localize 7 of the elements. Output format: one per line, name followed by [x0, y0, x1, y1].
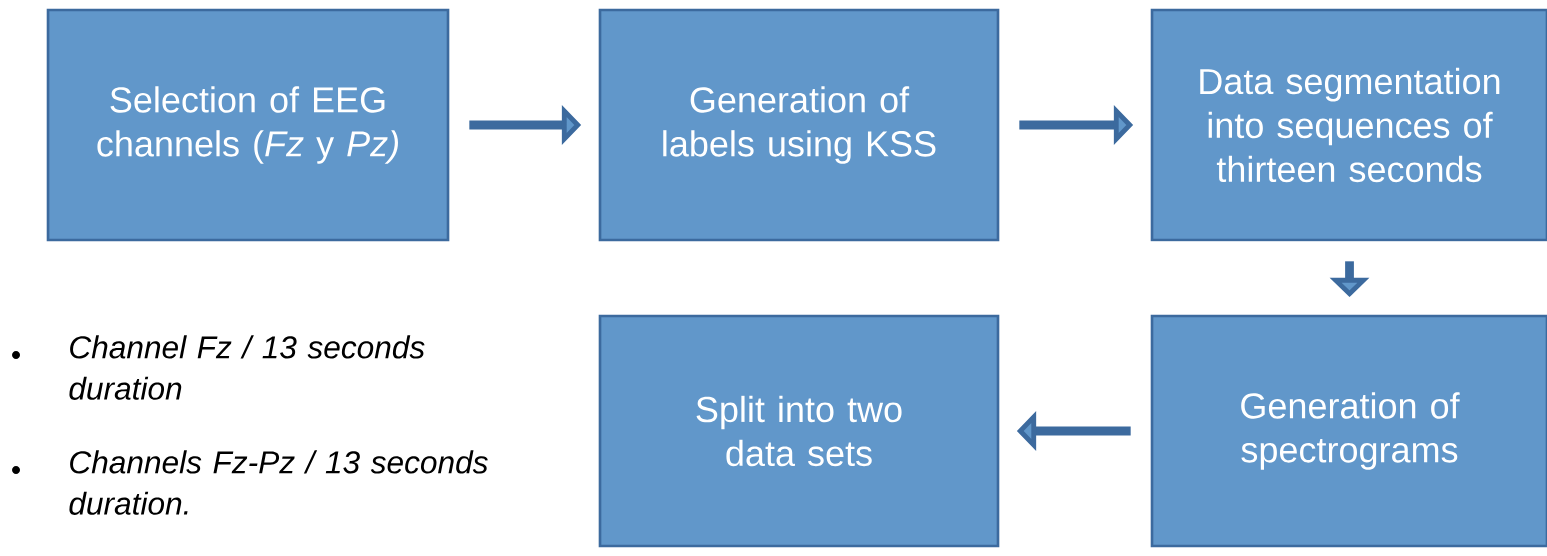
process-box: Generation of labels using KSS — [598, 8, 1000, 242]
process-box: Data segmentation into sequences of thirteen seconds — [1150, 8, 1547, 242]
note-text: Channel Fz / 13 seconds duration — [69, 335, 425, 400]
process-box: Split into two data sets — [598, 314, 1000, 548]
note-text: Channels Fz-Pz / 13 seconds duration. — [69, 450, 488, 515]
process-box: Selection of EEG channels (Fz y Pz) — [46, 8, 450, 242]
process-box: Generation of spectrograms — [1150, 314, 1547, 548]
